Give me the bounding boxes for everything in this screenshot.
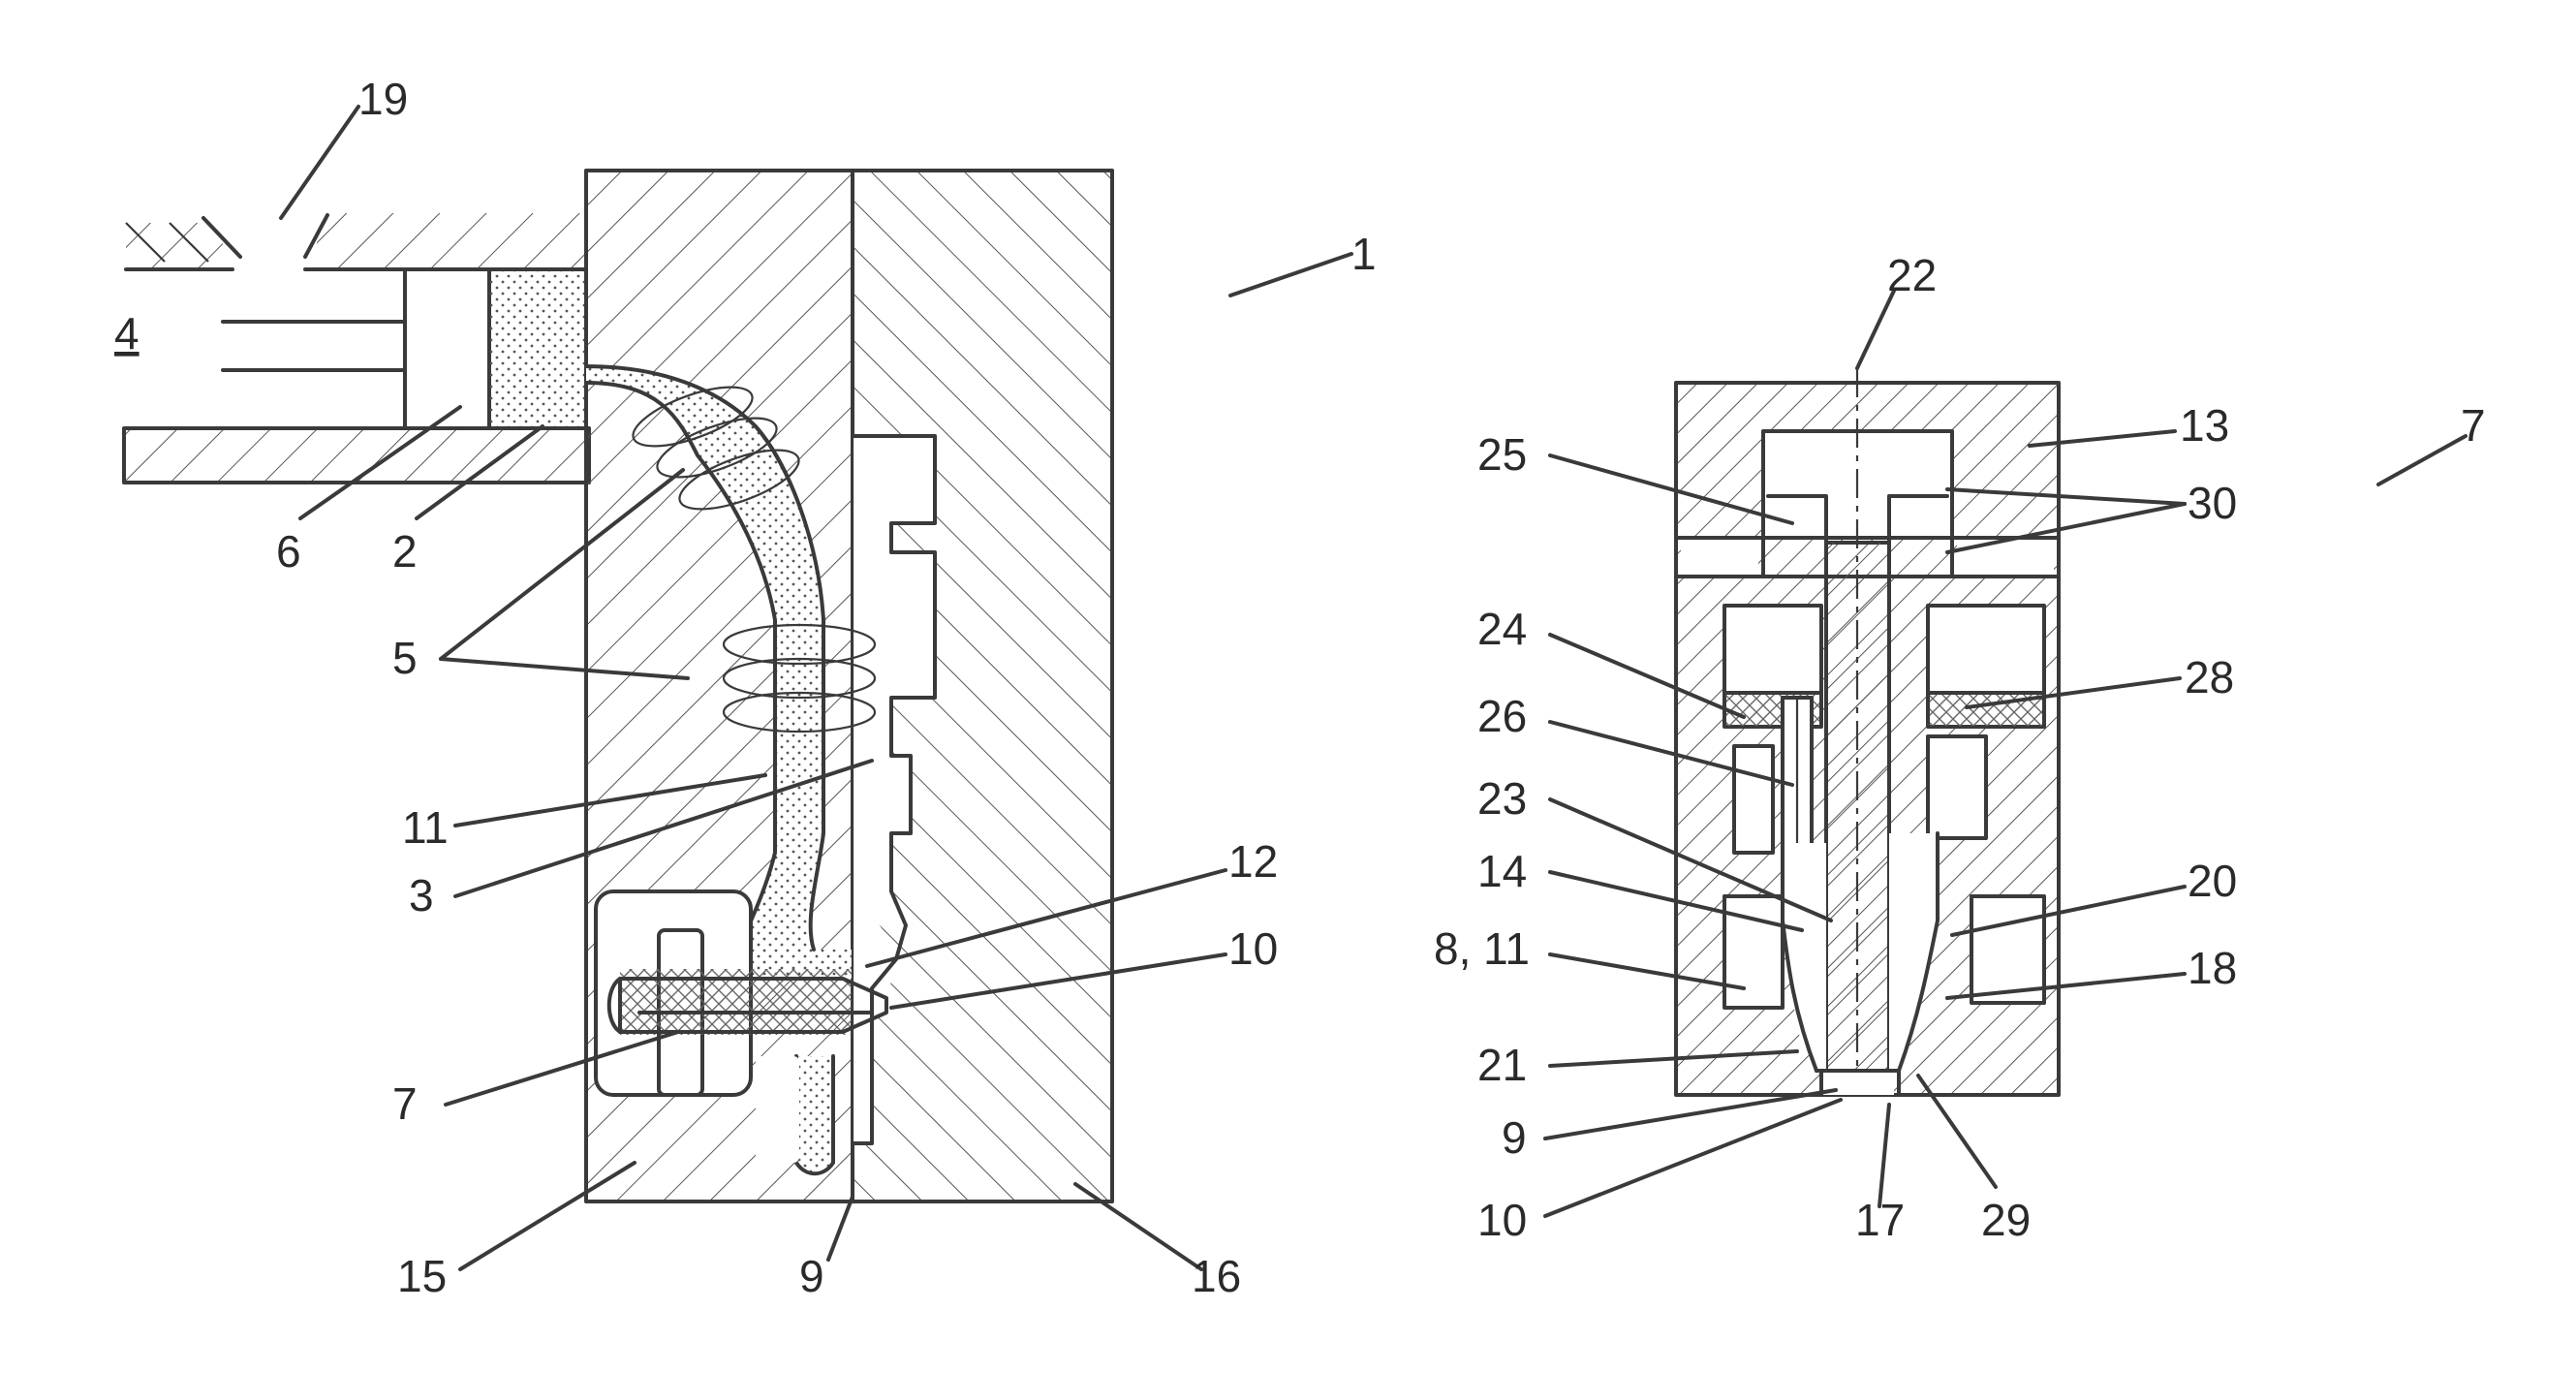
nozzle-body	[609, 969, 886, 1035]
label-4: 4	[114, 308, 140, 359]
label-7: 7	[392, 1078, 418, 1129]
label-21: 21	[1477, 1040, 1527, 1090]
label-18: 18	[2188, 943, 2237, 993]
label-9-right: 9	[1502, 1112, 1527, 1163]
label-11: 11	[402, 802, 449, 853]
pressure-chamber	[223, 269, 586, 428]
label-28: 28	[2185, 652, 2234, 702]
label-3: 3	[409, 870, 434, 921]
label-23: 23	[1477, 773, 1527, 824]
label-14: 14	[1477, 846, 1527, 896]
figure-right: 22 7 13 25 30 24 28 26 23 14 20 8, 11 18…	[1434, 250, 2486, 1245]
label-15: 15	[397, 1251, 447, 1301]
label-20: 20	[2188, 856, 2237, 906]
label-19: 19	[358, 74, 408, 124]
label-10-right: 10	[1477, 1195, 1527, 1245]
label-7-right: 7	[2461, 400, 2486, 451]
label-5: 5	[392, 633, 418, 683]
label-1: 1	[1351, 229, 1377, 279]
figure-left: 1 19 4 6 2 5 11 3 12 10 7 15 9 16	[114, 74, 1377, 1301]
lower-wall	[124, 428, 589, 483]
label-24: 24	[1477, 604, 1527, 654]
label-22: 22	[1887, 250, 1937, 300]
label-12: 12	[1228, 836, 1278, 887]
label-8-11: 8, 11	[1434, 923, 1530, 974]
label-2: 2	[392, 526, 418, 577]
label-6: 6	[276, 526, 301, 577]
label-17: 17	[1855, 1195, 1905, 1245]
label-13: 13	[2180, 400, 2229, 451]
upper-wall	[126, 213, 586, 269]
label-29: 29	[1981, 1195, 2031, 1245]
label-30: 30	[2188, 478, 2237, 528]
label-26: 26	[1477, 691, 1527, 741]
label-25: 25	[1477, 429, 1527, 480]
label-9: 9	[799, 1251, 824, 1301]
label-16: 16	[1192, 1251, 1241, 1301]
label-10: 10	[1228, 923, 1278, 974]
